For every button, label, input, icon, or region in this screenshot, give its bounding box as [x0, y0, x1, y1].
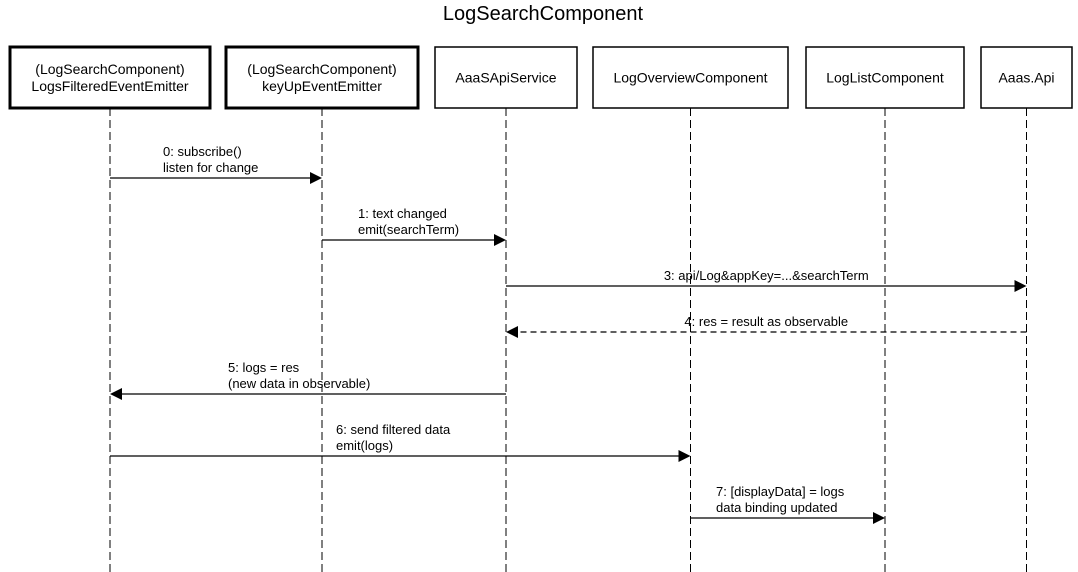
arrowhead — [310, 172, 322, 184]
participant-frame — [805, 46, 965, 109]
message: 4: res = result as observable — [506, 314, 1027, 338]
message-label: 6: send filtered data — [336, 422, 451, 437]
message: 0: subscribe()listen for change — [110, 144, 322, 184]
message-label: 3: api/Log&appKey=...&searchTerm — [664, 268, 869, 283]
arrowhead — [873, 512, 885, 524]
participant-label: LogListComponent — [826, 70, 944, 86]
message-label: listen for change — [163, 160, 258, 175]
participant-frame — [8, 45, 212, 110]
message-label: 7: [displayData] = logs — [716, 484, 845, 499]
message-label: emit(searchTerm) — [358, 222, 459, 237]
arrowhead — [1014, 280, 1027, 292]
message-label: 0: subscribe() — [163, 144, 242, 159]
message-label: 5: logs = res — [228, 360, 300, 375]
participants: (LogSearchComponent)LogsFilteredEventEmi… — [8, 45, 1073, 110]
diagram-title: LogSearchComponent — [443, 3, 644, 25]
message-label: 1: text changed — [358, 206, 447, 221]
participant-label: AaaSApiService — [455, 70, 556, 86]
arrowhead — [110, 388, 122, 400]
arrowhead — [506, 326, 518, 338]
participant-box: (LogSearchComponent)keyUpEventEmitter — [224, 45, 420, 110]
message-label: emit(logs) — [336, 438, 393, 453]
participant-box: LogOverviewComponent — [592, 46, 789, 109]
participant-frame — [592, 46, 789, 109]
participant-label: (LogSearchComponent) — [247, 61, 396, 77]
message-label: 4: res = result as observable — [684, 314, 848, 329]
message: 5: logs = res(new data in observable) — [110, 360, 506, 400]
participant-frame — [434, 46, 578, 109]
participant-box: AaaSApiService — [434, 46, 578, 109]
participant-box: Aaas.Api — [980, 46, 1073, 109]
arrowhead — [494, 234, 506, 246]
participant-label: Aaas.Api — [998, 70, 1054, 86]
arrowhead — [678, 450, 691, 462]
message-label: (new data in observable) — [228, 376, 370, 391]
lifelines — [109, 108, 1027, 572]
participant-label: LogsFilteredEventEmitter — [31, 78, 189, 94]
message: 3: api/Log&appKey=...&searchTerm — [506, 268, 1027, 292]
participant-box: LogListComponent — [805, 46, 965, 109]
participant-label: (LogSearchComponent) — [35, 61, 184, 77]
participant-label: keyUpEventEmitter — [262, 78, 382, 94]
participant-label: LogOverviewComponent — [613, 70, 767, 86]
participant-frame — [980, 46, 1073, 109]
participant-box: (LogSearchComponent)LogsFilteredEventEmi… — [8, 45, 212, 110]
message-label: data binding updated — [716, 500, 837, 515]
participant-frame — [224, 45, 420, 110]
